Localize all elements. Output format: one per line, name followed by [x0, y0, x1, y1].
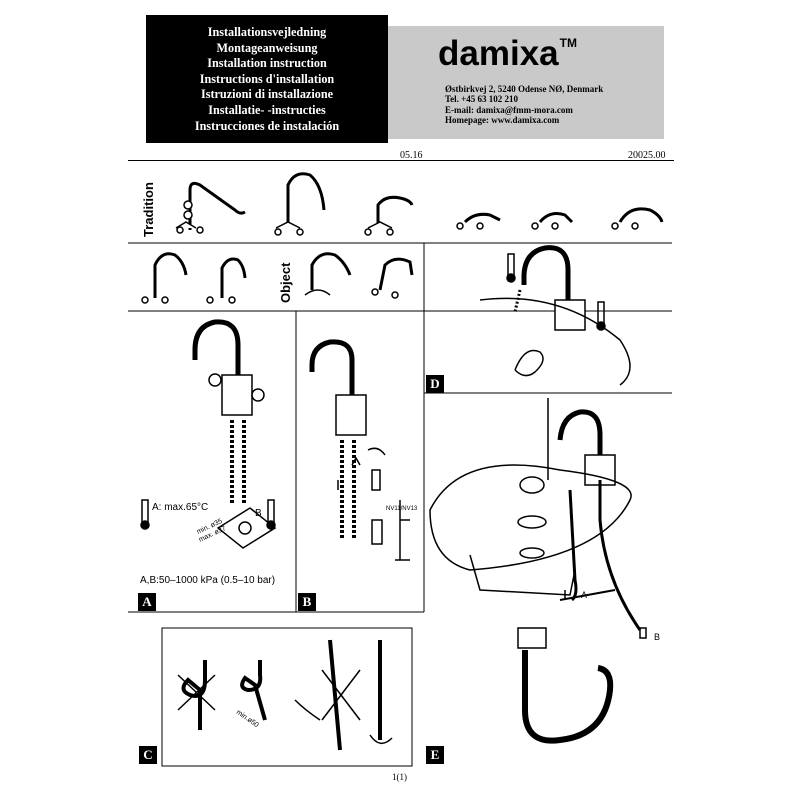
- title-de: Montageanweisung: [216, 40, 318, 55]
- faucet-object-4: [371, 257, 414, 299]
- doc-date: 05.16: [400, 150, 423, 161]
- faucet-object-2: [206, 257, 247, 304]
- object-faucets: [141, 252, 414, 304]
- contact-info: Østbirkvej 2, 5240 Odense NØ, Denmark Te…: [445, 84, 603, 126]
- email: E-mail: damixa@fmm-mora.com: [445, 104, 573, 115]
- page-number: 1(1): [392, 772, 407, 782]
- telephone: Tel. +45 63 102 210: [445, 94, 519, 105]
- temp-note: A: max.65°C: [152, 502, 208, 513]
- panel-e-drawing: [429, 398, 647, 744]
- panel-a-drawing: [140, 319, 277, 549]
- tool-note: NV11/NV13: [386, 506, 418, 512]
- faucet-object-1: [141, 252, 188, 304]
- faucet-object-3: [304, 252, 352, 296]
- trademark: TM: [559, 36, 577, 50]
- bend-note: min.ø50: [235, 709, 260, 729]
- faucet-tradition-6: [611, 207, 664, 230]
- series-label-tradition: Tradition: [141, 182, 156, 237]
- faucet-tradition-5: [531, 212, 574, 230]
- doc-number: 20025.00: [628, 150, 666, 161]
- series-label-object: Object: [278, 262, 293, 303]
- pressure-note: A,B:50–1000 kPa (0.5–10 bar): [140, 575, 275, 586]
- panel-label-c: C: [139, 746, 157, 764]
- panel-b-drawing: [309, 339, 410, 561]
- title-es: Instrucciones de instalación: [194, 118, 340, 133]
- faucet-tradition-1: [175, 181, 246, 234]
- brand-name: damixa: [438, 34, 559, 73]
- header-divider: [128, 160, 674, 161]
- panel-label-a: A: [138, 593, 156, 611]
- panel-e-a-mark: A: [581, 590, 587, 600]
- panel-d-drawing: [479, 245, 631, 386]
- faucet-tradition-2: [274, 172, 326, 236]
- brand-box: [388, 26, 664, 139]
- panel-label-d: D: [426, 375, 444, 393]
- panel-e-b-mark: B: [654, 632, 660, 642]
- tradition-faucets: [175, 172, 664, 236]
- title-nl: Installatie- -instructies: [208, 102, 326, 117]
- faucet-tradition-3: [364, 195, 414, 236]
- title-fr: Instructions d'installation: [199, 71, 335, 86]
- brand-logo: damixaTM: [438, 34, 577, 74]
- title-block: Installationsvejledning Montageanweisung…: [146, 15, 388, 143]
- panel-label-b: B: [298, 593, 316, 611]
- faucet-tradition-4: [456, 212, 501, 230]
- title-en: Installation instruction: [207, 56, 327, 71]
- title-it: Istruzioni di installazione: [200, 87, 334, 102]
- title-da: Installationsvejledning: [207, 25, 327, 39]
- panel-a-b-mark: B: [255, 508, 262, 519]
- homepage: Homepage: www.damixa.com: [445, 115, 560, 126]
- address: Østbirkvej 2, 5240 Odense NØ, Denmark: [445, 84, 604, 94]
- panel-c-drawing: [177, 639, 393, 751]
- panel-label-e: E: [426, 746, 444, 764]
